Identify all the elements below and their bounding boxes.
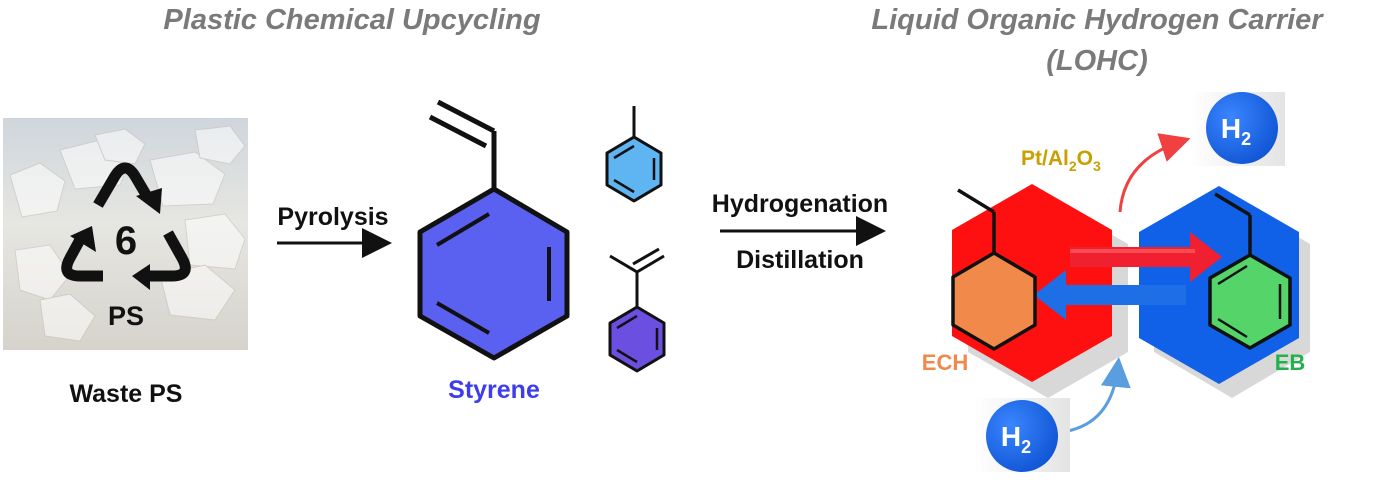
styrene-label: Styrene bbox=[448, 376, 540, 404]
toluene-molecule bbox=[605, 106, 663, 203]
waste-ps-caption: Waste PS bbox=[69, 380, 182, 408]
hydrogenation-arrow bbox=[1034, 270, 1186, 320]
waste-ps-photo: 6 PS bbox=[3, 118, 248, 350]
eb-molecule bbox=[1208, 192, 1292, 350]
lohc-cycle: ECH EB Pt/Al2O3 H2 H2 bbox=[922, 92, 1310, 472]
heading-lohc: Liquid Organic Hydrogen Carrier bbox=[871, 4, 1324, 36]
recycle-number: 6 bbox=[115, 219, 137, 263]
heading-lohc-abbrev: (LOHC) bbox=[1046, 45, 1147, 77]
ech-label: ECH bbox=[922, 350, 968, 375]
methylstyrene-molecule bbox=[608, 247, 666, 373]
h2-release-label: H2 bbox=[1221, 113, 1251, 149]
recycle-code: PS bbox=[108, 301, 144, 331]
h2-uptake-arrow bbox=[1061, 357, 1131, 434]
h2-release-arrow bbox=[1118, 133, 1191, 213]
dehydrogenation-arrow bbox=[1070, 232, 1222, 282]
distillation-label: Distillation bbox=[736, 246, 864, 274]
ech-molecule bbox=[951, 188, 1037, 351]
h2-uptake-label: H2 bbox=[1001, 421, 1031, 457]
eb-label: EB bbox=[1275, 350, 1306, 375]
pyrolysis-label: Pyrolysis bbox=[277, 203, 388, 231]
h2-release-circle bbox=[1206, 92, 1278, 164]
h2-uptake-circle bbox=[986, 400, 1058, 472]
styrene-molecule bbox=[417, 99, 570, 361]
recycle-icon bbox=[61, 162, 191, 282]
heading-plastic-upcycling: Plastic Chemical Upcycling bbox=[163, 4, 540, 36]
hydrogenation-label: Hydrogenation bbox=[712, 190, 888, 218]
catalyst-label: Pt/Al2O3 bbox=[1021, 147, 1101, 174]
